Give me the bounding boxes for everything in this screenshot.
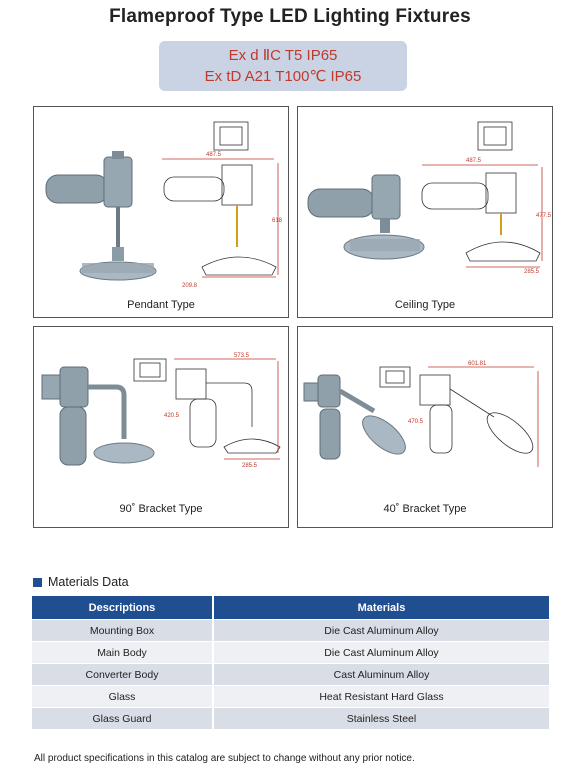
page-title: Flameproof Type LED Lighting Fixtures [109, 6, 471, 27]
table-row: Mounting Box Die Cast Aluminum Alloy [32, 619, 551, 642]
material-cell: Die Cast Aluminum Alloy [213, 619, 551, 642]
caption-90-bracket: 90˚ Bracket Type [119, 503, 203, 515]
material-cell: Stainless Steel [213, 707, 551, 729]
material-cell: Cast Aluminum Alloy [213, 663, 551, 686]
bracket40-dim-width: 601.81 [468, 361, 487, 367]
materials-table: Descriptions Materials Mounting Box Die … [32, 596, 551, 729]
material-cell: Heat Resistant Hard Glass [213, 685, 551, 708]
ceiling-dim-width: 487.5 [466, 158, 482, 164]
panel-40-bracket-type: 601.81 470.5 40˚ Bracket Type [297, 326, 553, 528]
column-header-materials: Materials [213, 596, 551, 620]
rating-line-2: Ex tD A21 T100℃ IP65 [204, 68, 362, 85]
caption-pendant: Pendant Type [127, 299, 195, 311]
panel-pendant-type: 487.5 618 209.8 Pendant Type [33, 106, 289, 318]
bracket40-dim-height: 470.5 [408, 419, 424, 425]
explosion-rating-box: Ex d ⅡC T5 IP65 Ex tD A21 T100℃ IP65 [159, 41, 407, 91]
pendant-fixture-illustration: 487.5 618 209.8 [45, 121, 283, 289]
bracket90-dim-base: 285.5 [242, 463, 258, 469]
table-row: Glass Heat Resistant Hard Glass [32, 685, 551, 708]
material-cell: Die Cast Aluminum Alloy [213, 641, 551, 664]
rating-line-1: Ex d ⅡC T5 IP65 [228, 47, 338, 64]
description-cell: Glass [32, 685, 214, 708]
ceiling-dim-base: 285.5 [524, 269, 540, 275]
ceiling-fixture-illustration: 487.5 477.5 285.5 [307, 121, 552, 275]
description-cell: Main Body [32, 641, 214, 664]
caption-40-bracket: 40˚ Bracket Type [383, 503, 467, 515]
pendant-dim-width: 487.5 [206, 152, 222, 158]
materials-section-heading: Materials Data [33, 575, 129, 589]
bracket-90-fixture-illustration: 573.5 420.5 285.5 [41, 353, 281, 469]
square-bullet-icon [33, 578, 42, 587]
panel-ceiling-type: 487.5 477.5 285.5 Ceiling Type [297, 106, 553, 318]
caption-ceiling: Ceiling Type [394, 299, 456, 311]
description-cell: Converter Body [32, 663, 214, 686]
description-cell: Glass Guard [32, 707, 214, 729]
bracket90-dim-height: 420.5 [164, 413, 180, 419]
bracket90-dim-width: 573.5 [234, 353, 250, 359]
ceiling-dim-height: 477.5 [536, 213, 552, 219]
bracket-40-fixture-illustration: 601.81 470.5 [303, 361, 539, 467]
disclaimer-footer: All product specifications in this catal… [34, 753, 415, 764]
pendant-dim-base: 209.8 [182, 283, 198, 289]
description-cell: Mounting Box [32, 619, 214, 642]
table-row: Converter Body Cast Aluminum Alloy [32, 663, 551, 686]
table-row: Glass Guard Stainless Steel [32, 707, 551, 729]
panel-90-bracket-type: 573.5 420.5 285.5 90˚ Bracket Type [33, 326, 289, 528]
pendant-dim-height: 618 [272, 218, 283, 224]
column-header-descriptions: Descriptions [32, 596, 214, 620]
table-row: Main Body Die Cast Aluminum Alloy [32, 641, 551, 664]
